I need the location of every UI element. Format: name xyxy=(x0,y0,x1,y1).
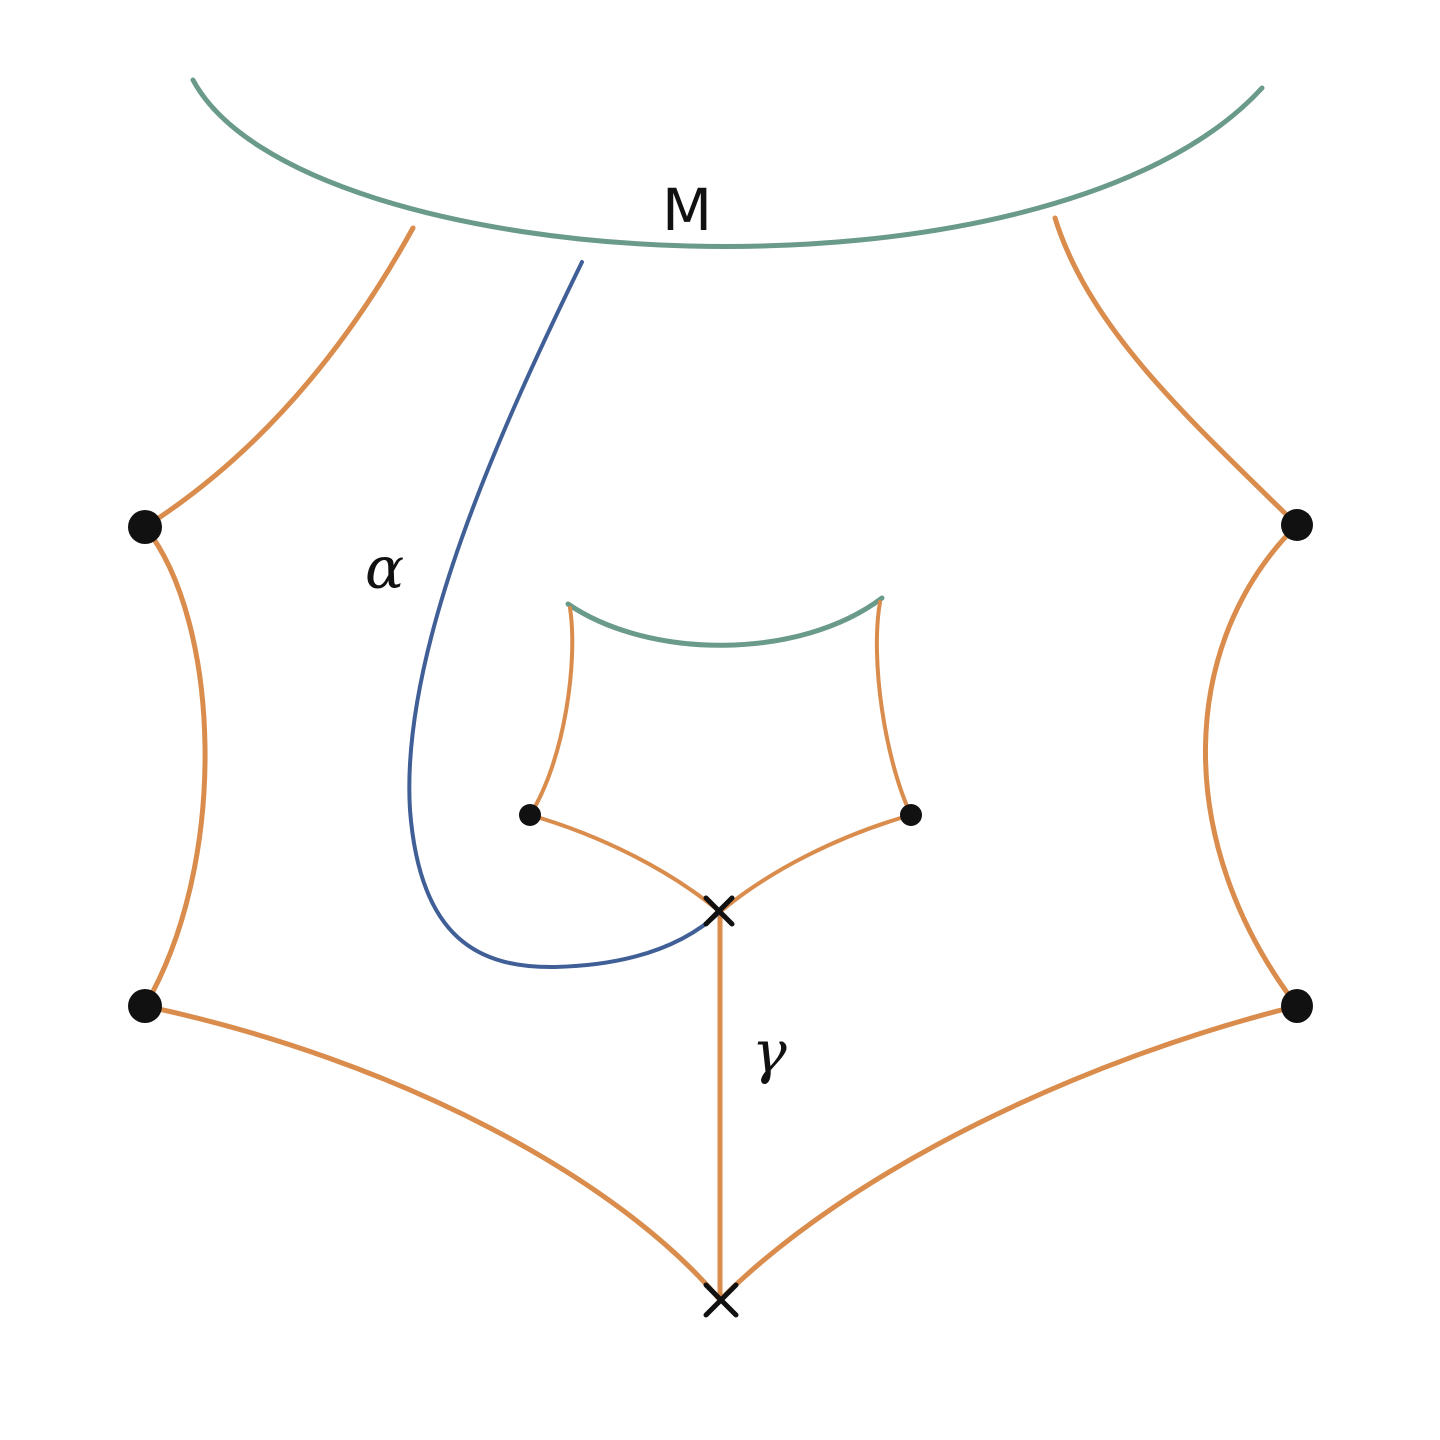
vertex-inner-right xyxy=(900,804,922,826)
vertex-right-lower xyxy=(1281,989,1313,1023)
edge-right xyxy=(1203,522,1300,1009)
label-arc-alpha: α xyxy=(365,534,404,602)
edge-top-left xyxy=(142,225,416,530)
edge-bottom-left xyxy=(142,1003,723,1303)
boundary-arc-outer xyxy=(190,77,1265,249)
puncture-bottom-cross-icon xyxy=(703,1282,739,1318)
edge-inner-bottom-right xyxy=(718,813,913,914)
edge-inner-bottom-left xyxy=(528,813,722,914)
arc-alpha xyxy=(407,260,722,970)
vertex-right-upper xyxy=(1281,509,1313,541)
vertex-inner-left xyxy=(519,804,541,826)
puncture-inner-cross-icon xyxy=(703,895,735,927)
edge-inner-left xyxy=(528,606,575,817)
vertex-left-upper xyxy=(128,510,162,544)
edge-bottom-right xyxy=(717,1003,1300,1303)
edge-inner-right xyxy=(874,600,913,817)
edge-top-right xyxy=(1052,215,1300,528)
edge-left xyxy=(142,524,208,1009)
vertex-left-lower xyxy=(128,989,162,1023)
label-boundary-m: M xyxy=(662,176,712,244)
boundary-arc-inner xyxy=(565,595,885,648)
label-edge-gamma: γ xyxy=(752,1018,787,1086)
